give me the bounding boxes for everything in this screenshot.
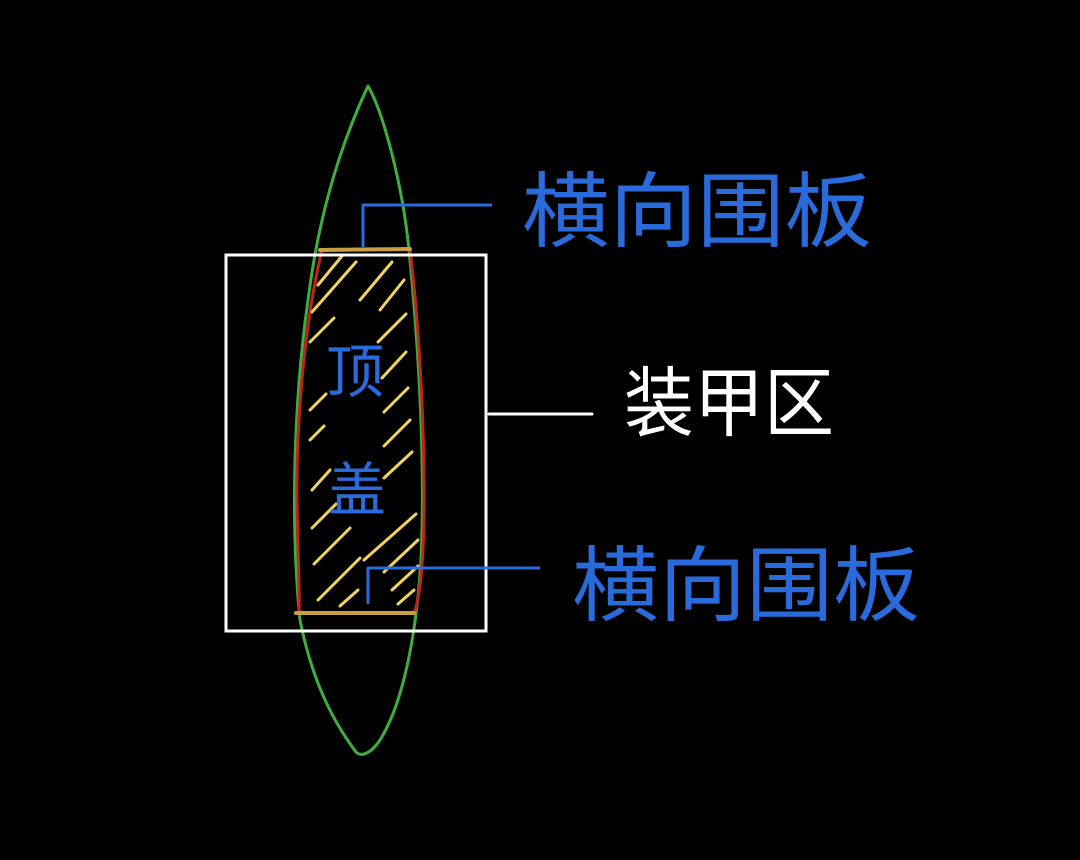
hatch-cover-hatching bbox=[308, 254, 420, 608]
bottom-coaming-label: 横向围板 bbox=[572, 539, 920, 634]
bottom-coaming-leader bbox=[366, 566, 540, 604]
armor-zone-box bbox=[224, 253, 488, 633]
hull-outline bbox=[292, 84, 424, 756]
hatch-cover-label-top: 顶 bbox=[326, 338, 384, 406]
top-coaming-label: 横向围板 bbox=[522, 165, 872, 260]
deck-outline bbox=[295, 248, 426, 616]
hatch-cover-label-bottom: 盖 bbox=[328, 456, 386, 524]
top-coaming-line bbox=[318, 247, 412, 252]
armor-zone-label: 装甲区 bbox=[624, 359, 834, 448]
top-coaming-leader bbox=[361, 203, 492, 247]
